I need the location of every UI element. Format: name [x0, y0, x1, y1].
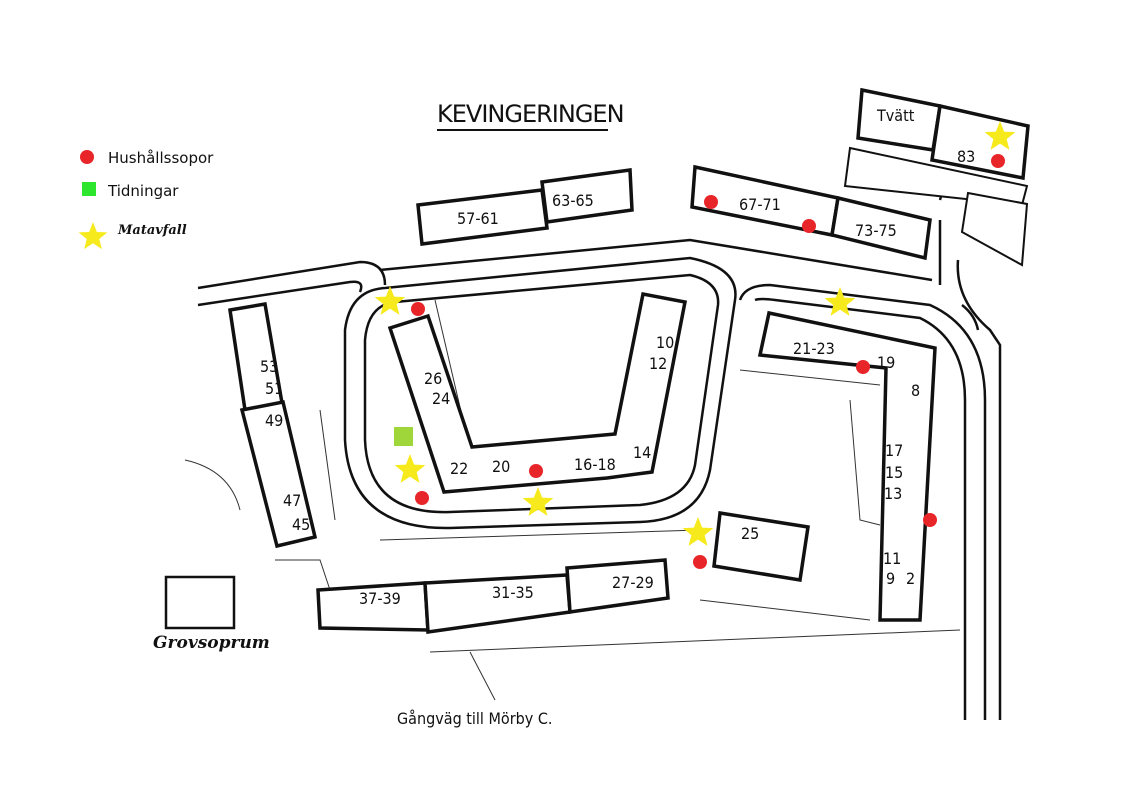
bulky-waste-room-label: Grovsoprum	[153, 633, 270, 653]
label-51: 51	[265, 379, 283, 398]
label-21-23: 21-23	[793, 339, 835, 358]
label-9: 9	[886, 569, 895, 588]
label-83: 83	[957, 147, 975, 166]
label-17: 17	[885, 441, 903, 460]
building-unlabeled	[960, 191, 1029, 267]
label-31-35: 31-35	[492, 583, 534, 602]
label-57-61: 57-61	[457, 209, 499, 228]
building-73-75	[830, 195, 932, 261]
label-13: 13	[884, 484, 902, 503]
building-25	[712, 510, 810, 583]
label-25: 25	[741, 524, 759, 543]
legend-newspapers: Tidningar	[107, 182, 179, 200]
building-10-26	[387, 291, 688, 494]
household-waste-icon	[529, 464, 543, 478]
household-waste-icon	[693, 555, 707, 569]
label-14: 14	[633, 443, 651, 462]
building-2-23	[757, 310, 937, 622]
legend-food-waste: Matavfall	[117, 223, 187, 238]
household-waste-icon	[415, 491, 429, 505]
label-73-75: 73-75	[855, 221, 897, 240]
label-47: 47	[283, 491, 301, 510]
roads	[184, 183, 1002, 720]
building-57-61	[416, 188, 549, 246]
label-26: 26	[424, 369, 442, 388]
household-waste-icon	[991, 154, 1005, 168]
label-37-39: 37-39	[359, 589, 401, 608]
label-8: 8	[911, 381, 920, 400]
building-83	[930, 103, 1030, 181]
label-22: 22	[450, 459, 468, 478]
building-63-65	[540, 168, 634, 224]
household-waste-icon	[80, 150, 94, 164]
label-tvatt: Tvätt	[876, 106, 915, 125]
newspaper-icon	[82, 182, 96, 196]
legend-household: Hushållssopor	[108, 149, 214, 167]
label-15: 15	[885, 463, 903, 482]
household-waste-icon	[411, 302, 425, 316]
household-waste-icon	[856, 360, 870, 374]
label-27-29: 27-29	[612, 573, 654, 592]
newspaper-icon	[394, 427, 413, 446]
label-19: 19	[877, 353, 895, 372]
label-53: 53	[260, 357, 278, 376]
household-waste-icon	[923, 513, 937, 527]
food-waste-star-icon	[374, 286, 406, 315]
footpath-label: Gångväg till Mörby C.	[397, 709, 553, 728]
food-waste-star-icon	[78, 222, 108, 250]
food-waste-star-icon	[522, 487, 554, 516]
bulky-waste-room-box	[164, 575, 236, 630]
label-10: 10	[656, 333, 674, 352]
household-waste-icon	[802, 219, 816, 233]
food-waste-star-icon	[682, 517, 714, 546]
household-waste-icon	[704, 195, 718, 209]
label-20: 20	[492, 457, 510, 476]
household-waste-points	[411, 154, 1005, 569]
map-title: KEVINGERINGEN	[437, 100, 624, 128]
building-labels: 57-61 63-65 67-71 73-75 Tvätt 83 53 51 4…	[153, 106, 975, 728]
label-2: 2	[906, 569, 915, 588]
legend: Hushållssopor Tidningar Matavfall	[78, 149, 214, 250]
label-11: 11	[883, 549, 901, 568]
building-45-49	[239, 399, 318, 549]
food-waste-star-icon	[394, 454, 426, 483]
buildings	[164, 87, 1030, 634]
label-45: 45	[292, 515, 310, 534]
label-49: 49	[265, 411, 283, 430]
label-63-65: 63-65	[552, 191, 594, 210]
label-16-18: 16-18	[574, 455, 616, 474]
label-67-71: 67-71	[739, 195, 781, 214]
label-12: 12	[649, 354, 667, 373]
label-24: 24	[432, 389, 450, 408]
building-27-29	[565, 558, 670, 614]
